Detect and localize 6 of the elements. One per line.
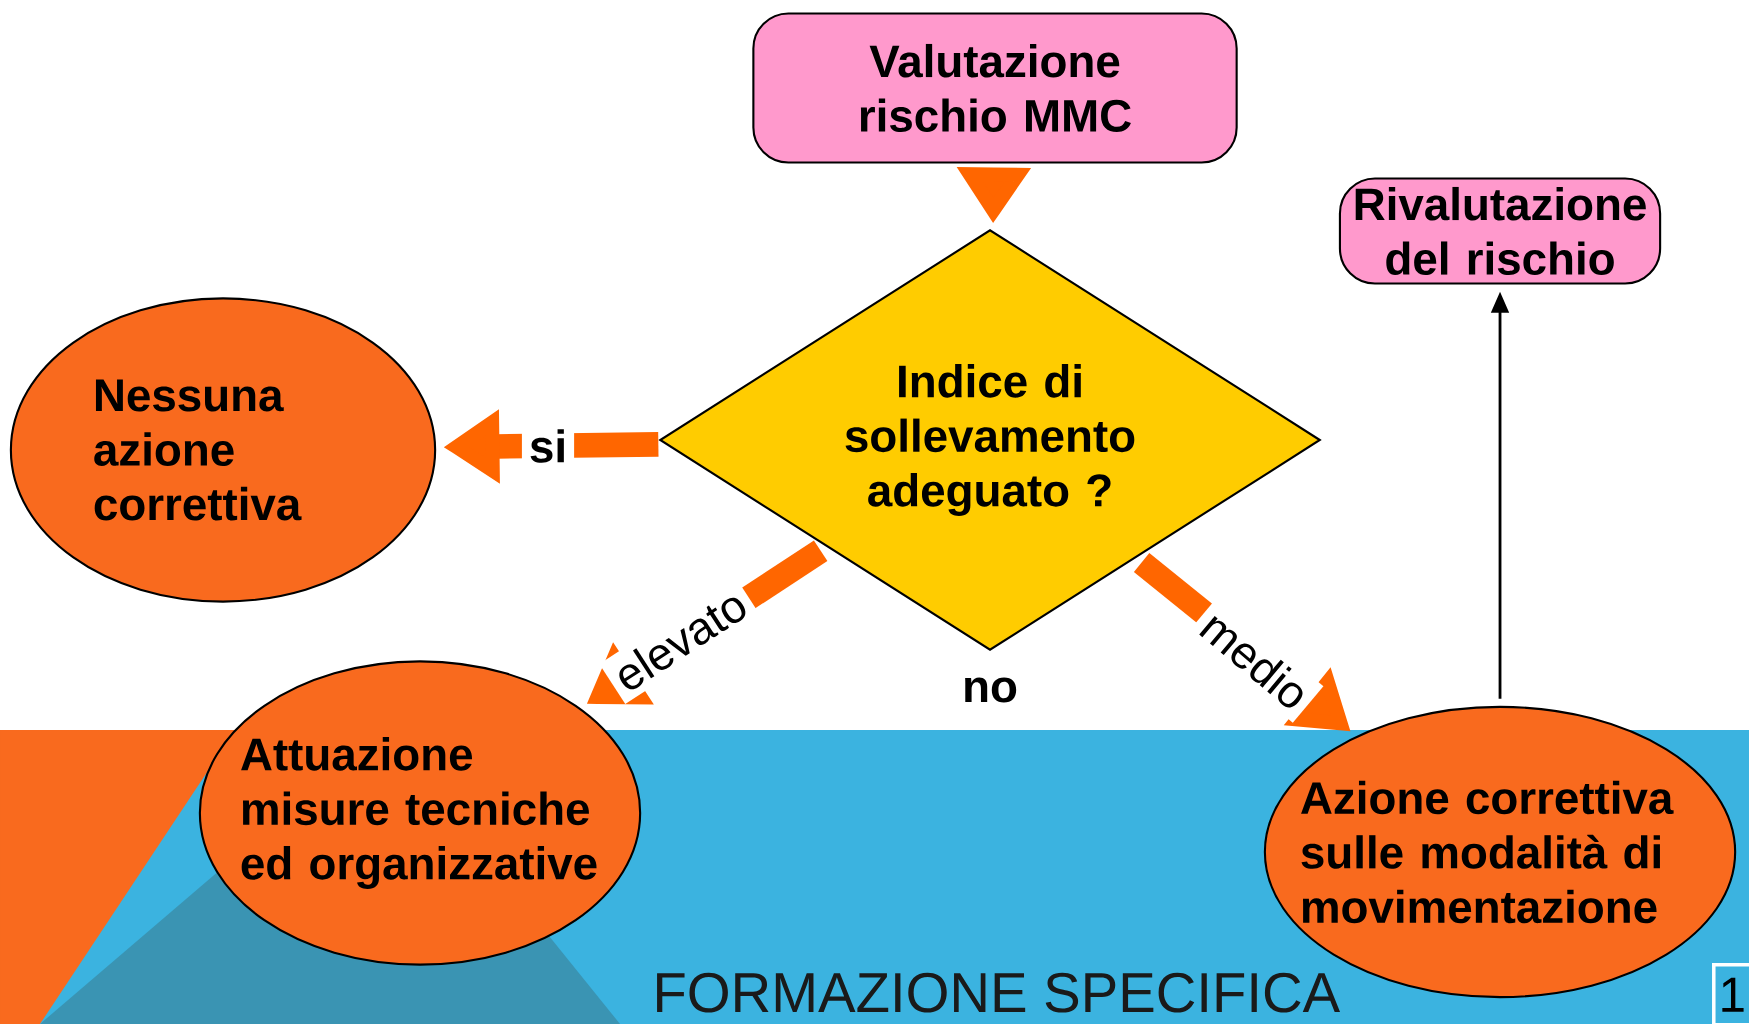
ellipse-node: Nessuna azione correttiva — [9, 297, 437, 603]
rounded-box: Rivalutazione del rischio — [1338, 177, 1662, 285]
branch-label: no — [965, 677, 1017, 703]
page-number: 1 — [1712, 963, 1749, 1024]
rounded-box: Valutazione rischio MMC — [752, 12, 1238, 164]
edge-label: si — [521, 422, 575, 470]
